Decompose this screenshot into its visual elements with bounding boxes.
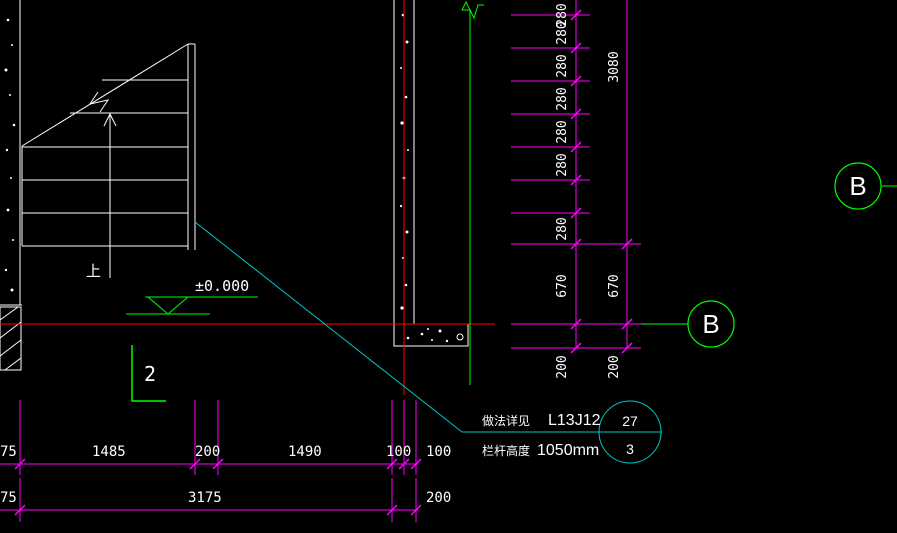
- vdim-670-b: 670: [607, 274, 622, 297]
- stair-flight: [21, 43, 196, 278]
- grid-bubble-upper[interactable]: [834, 162, 882, 210]
- horizontal-dim-labels-2: 75 3175 200: [0, 490, 451, 506]
- hdim-3175: 3175: [188, 490, 222, 506]
- horizontal-dimension-row-2: [0, 478, 422, 522]
- horizontal-dim-labels-1: 75 1485 200 1490 100 100: [0, 444, 451, 460]
- grid-line-break: [461, 0, 484, 385]
- hdim-200-a: 200: [195, 444, 220, 460]
- detail-index-bottom: 3: [626, 441, 634, 457]
- hdim-100-b: 100: [426, 444, 451, 460]
- note-row1-value: L13J12: [548, 412, 601, 429]
- hdim-75-b: 75: [0, 490, 17, 506]
- note-row1-label: 做法详见: [482, 413, 530, 428]
- section-number: 2: [144, 362, 156, 386]
- left-wall: [0, 0, 22, 371]
- vdim-200-b: 200: [607, 355, 622, 378]
- note-row2-label: 栏杆高度: [482, 443, 530, 458]
- right-wall: [393, 0, 469, 347]
- grid-bubble-lower-label: B: [702, 309, 719, 339]
- vertical-dim-labels-2: 3080 670 200: [607, 51, 622, 378]
- detail-index-top: 27: [622, 413, 638, 429]
- hdim-100-a: 100: [386, 444, 411, 460]
- vdim-670-a: 670: [555, 274, 570, 297]
- vertical-dimension-chain-1: [511, 0, 590, 354]
- grid-bubble-upper-label: B: [849, 171, 866, 201]
- vertical-dim-labels-1: 280 280 280 280 280 280 280 670 200: [555, 3, 570, 378]
- elevation-label: ±0.000: [195, 277, 249, 295]
- vdim-280-e: 280: [555, 120, 570, 143]
- stair-up-label: 上: [86, 263, 101, 280]
- horizontal-dimension-row-1: [0, 400, 422, 475]
- vdim-280-c: 280: [555, 54, 570, 77]
- hdim-1490: 1490: [288, 444, 322, 460]
- section-cut-marker: [131, 345, 166, 402]
- hdim-200-b: 200: [426, 490, 451, 506]
- note-row2-value: 1050mm: [537, 442, 599, 459]
- vdim-280-b: 280: [555, 21, 570, 44]
- vdim-200-a: 200: [555, 355, 570, 378]
- hdim-1485: 1485: [92, 444, 126, 460]
- elevation-marker: [126, 296, 258, 315]
- vdim-3080: 3080: [607, 51, 622, 82]
- vdim-280-g: 280: [555, 217, 570, 240]
- vdim-280-f: 280: [555, 153, 570, 176]
- vdim-280-d: 280: [555, 87, 570, 110]
- hdim-75-a: 75: [0, 444, 17, 460]
- grid-bubble-lower[interactable]: [687, 300, 735, 348]
- vertical-dimension-chain-2: [590, 0, 641, 354]
- vdim-280-a: 280: [555, 3, 570, 26]
- detail-callout: [194, 221, 662, 464]
